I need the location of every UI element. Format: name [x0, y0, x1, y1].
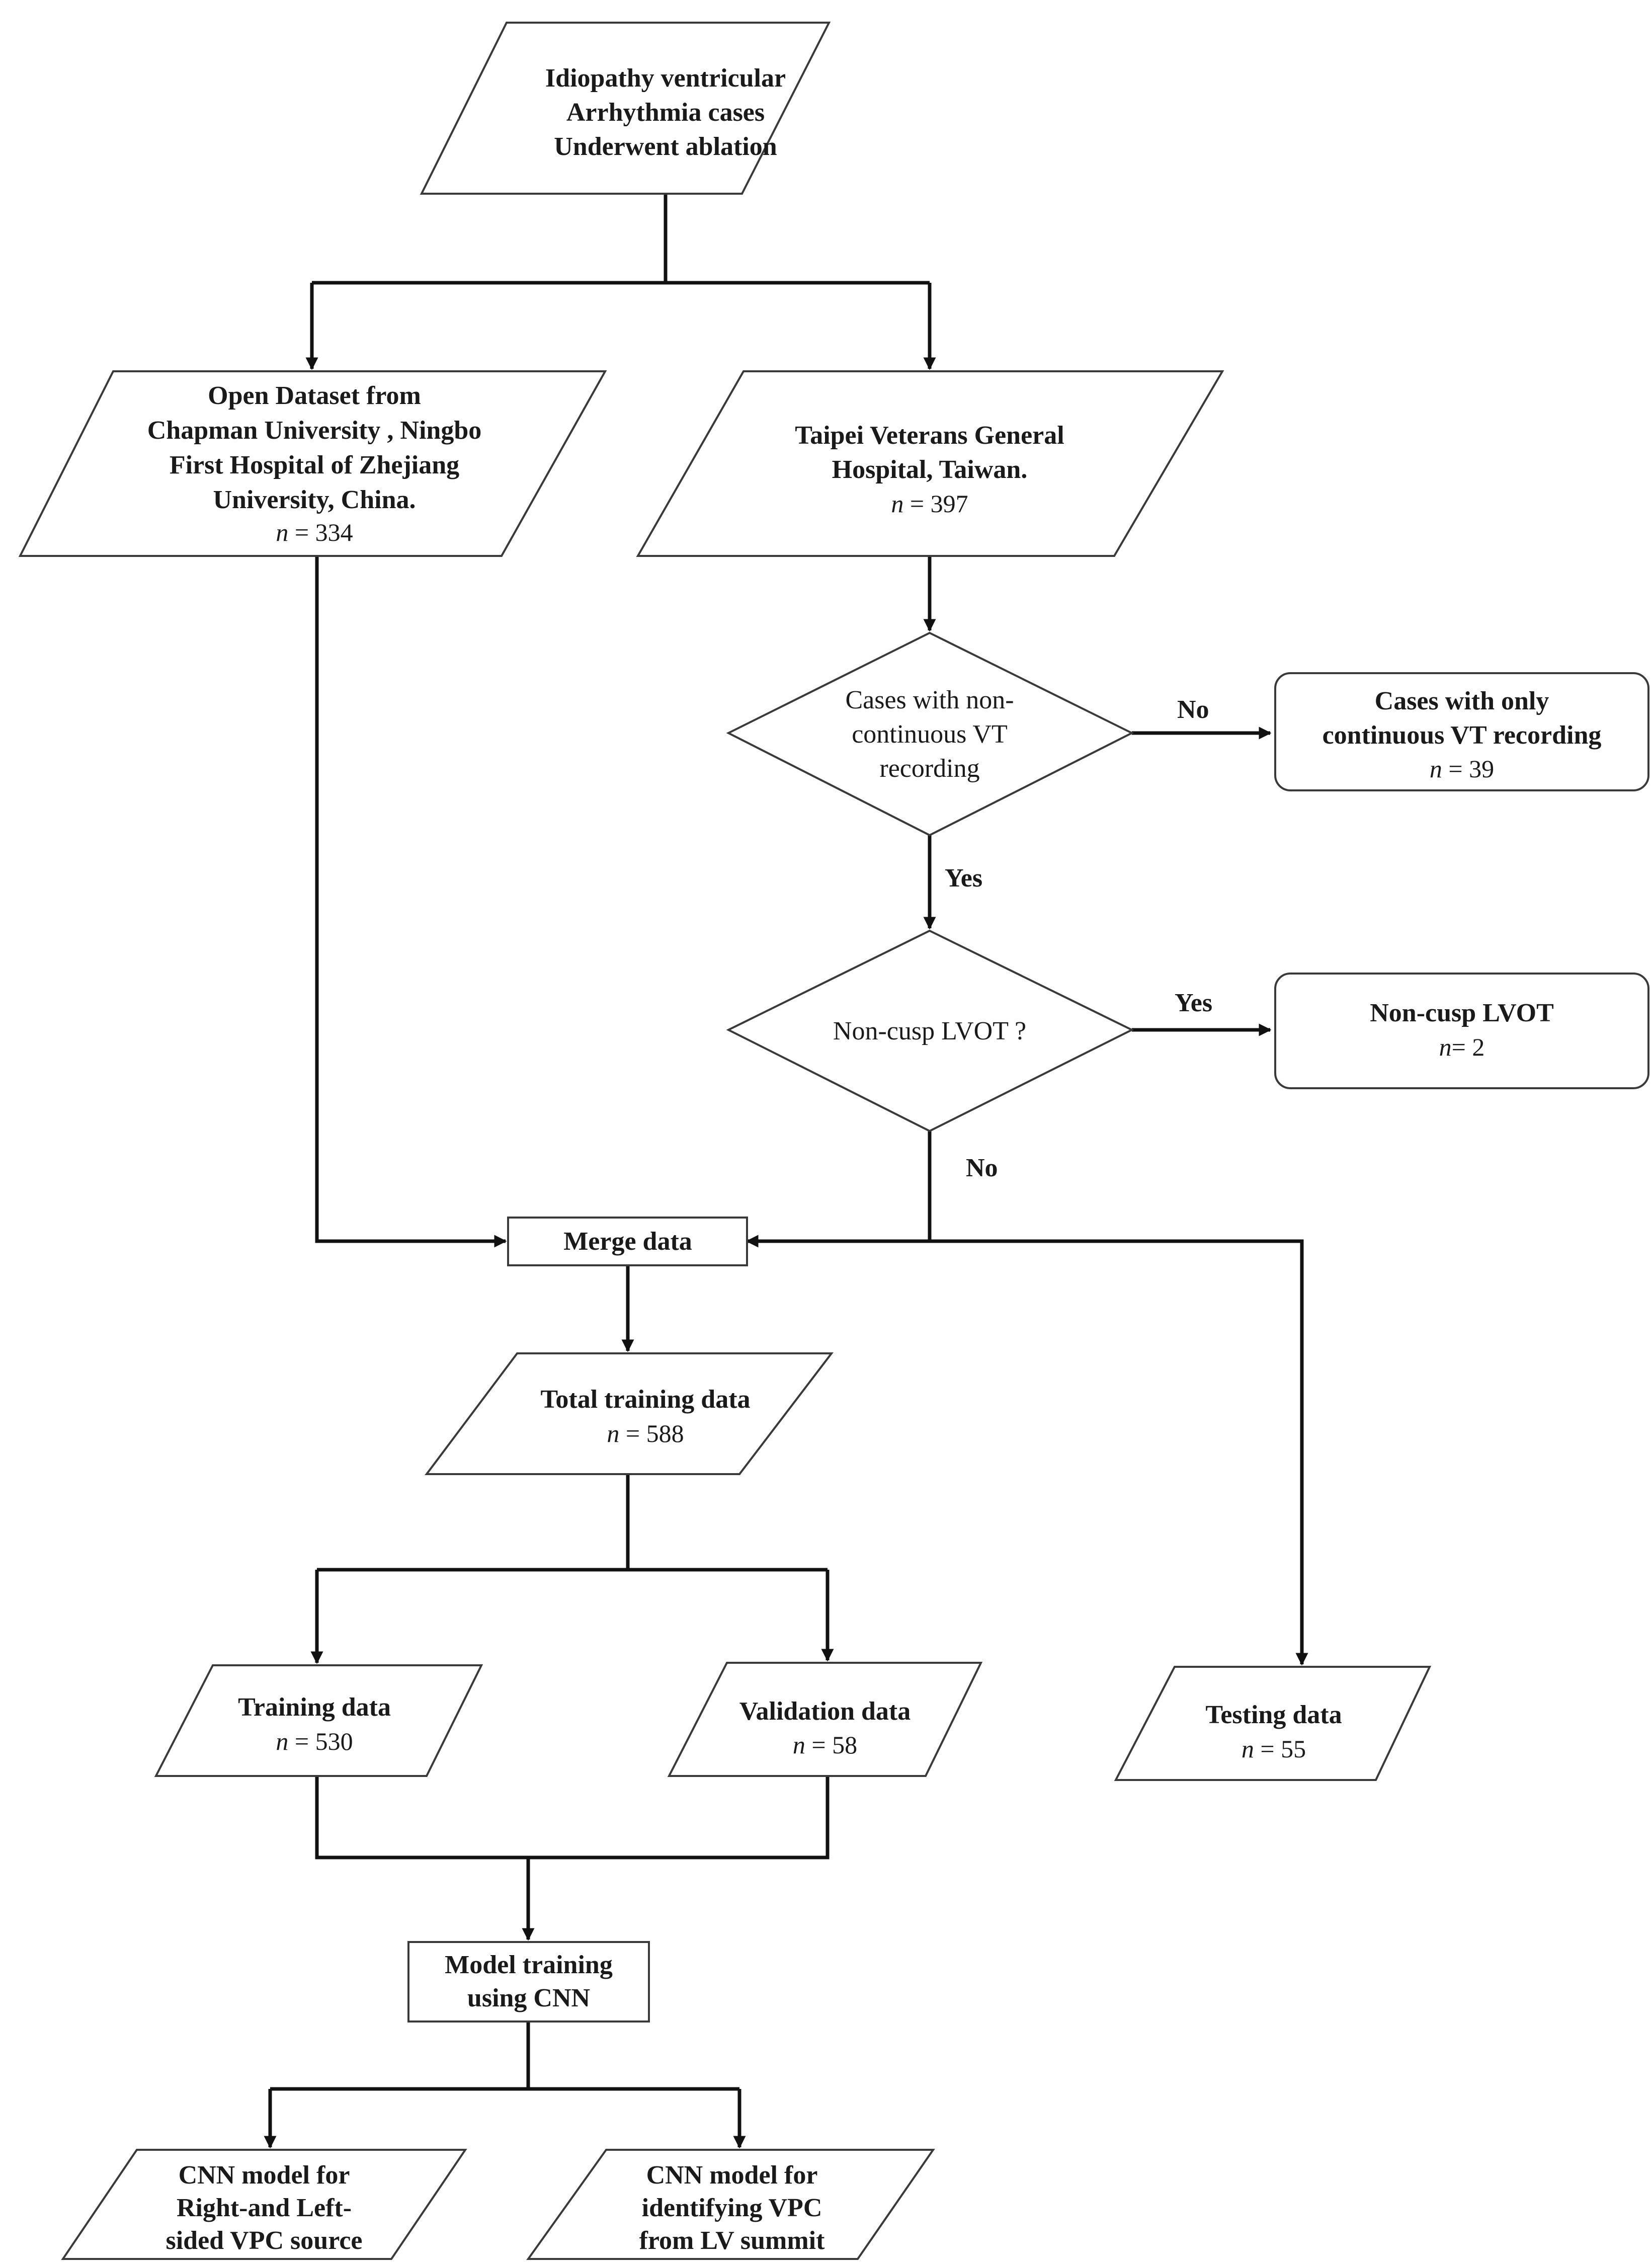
connector-total-split: [317, 1474, 828, 1572]
open-dataset-parallelogram: [18, 370, 607, 557]
noncontinuous-decision-diamond: [726, 631, 1134, 837]
open-dataset-line-3: First Hospital of Zhejiang: [170, 451, 459, 479]
model-training-box: [407, 1941, 650, 2023]
only-continuous-box: [1274, 672, 1649, 791]
edge-labels: No Yes Yes No: [945, 695, 1212, 1182]
validation-parallelogram: [667, 1662, 983, 1777]
connector-model-split: [270, 2022, 739, 2091]
only-continuous-count: n = 39: [1430, 755, 1494, 783]
open-dataset-count: n = 334: [276, 518, 353, 546]
connector-start-split: [312, 194, 930, 285]
node-labels: Idiopathy ventricular Arrhythmia cases U…: [147, 64, 1602, 2255]
total-training-parallelogram: [425, 1352, 834, 1475]
open-dataset-line-4: University, China.: [213, 486, 416, 514]
edge-label-yes-noncontinuous: Yes: [945, 864, 982, 893]
noncusp-lvot-line-1: Non-cusp LVOT: [1370, 999, 1554, 1027]
validation-line-1: Validation data: [739, 1697, 911, 1726]
validation-count: n = 58: [793, 1731, 857, 1759]
start-line-3: Underwent ablation: [554, 132, 777, 161]
total-training-line-1: Total training data: [540, 1385, 750, 1414]
connectors: [264, 194, 1308, 2149]
connector-training-join: [315, 1776, 830, 1859]
testing-line-1: Testing data: [1205, 1701, 1342, 1729]
node-shapes: [18, 22, 1649, 2260]
only-continuous-line-1: Cases with only: [1375, 687, 1549, 715]
cnn-right-left-parallelogram: [61, 2149, 467, 2260]
connector-merge-to-testing: [930, 1239, 1308, 1666]
cnn-lv-summit-line-3: from LV summit: [639, 2226, 825, 2255]
connector-noncusp-to-merge: [746, 1131, 932, 1248]
only-continuous-line-2: continuous VT recording: [1323, 721, 1602, 750]
edge-label-yes-noncusp: Yes: [1175, 989, 1212, 1017]
noncusp-lvot-count: n= 2: [1439, 1033, 1485, 1061]
merge-box: [507, 1217, 748, 1266]
start-line-1: Idiopathy ventricular: [545, 64, 786, 93]
merge-label: Merge data: [563, 1227, 692, 1256]
open-dataset-line-2: Chapman University , Ningbo: [147, 416, 482, 445]
model-training-line-1: Model training: [445, 1951, 613, 1979]
cnn-right-left-line-1: CNN model for: [179, 2161, 350, 2190]
testing-count: n = 55: [1242, 1735, 1306, 1763]
taipei-count: n = 397: [891, 490, 968, 518]
cnn-right-left-line-3: sided VPC source: [166, 2226, 363, 2255]
cnn-lv-summit-line-2: identifying VPC: [642, 2194, 822, 2222]
connector-open-dataset-to-merge: [315, 556, 507, 1248]
noncusp-lvot-box: [1274, 973, 1649, 1089]
cnn-lv-summit-line-1: CNN model for: [646, 2161, 818, 2190]
training-parallelogram: [154, 1664, 483, 1777]
taipei-line-2: Hospital, Taiwan.: [832, 455, 1028, 484]
noncontinuous-decision-line-2: continuous VT: [852, 720, 1008, 749]
noncusp-decision-diamond: [726, 929, 1134, 1133]
training-count: n = 530: [276, 1727, 353, 1755]
taipei-parallelogram: [636, 370, 1224, 557]
taipei-line-1: Taipei Veterans General: [795, 421, 1064, 450]
start-line-2: Arrhythmia cases: [566, 98, 765, 127]
total-training-count: n = 588: [607, 1419, 684, 1447]
cnn-lv-summit-parallelogram: [526, 2149, 935, 2260]
edge-label-no-noncusp: No: [966, 1154, 998, 1182]
noncontinuous-decision-line-1: Cases with non-: [845, 686, 1014, 714]
noncontinuous-decision-line-3: recording: [879, 754, 979, 783]
start-parallelogram: [420, 22, 831, 195]
edge-label-no-continuous: No: [1177, 695, 1209, 724]
open-dataset-line-1: Open Dataset from: [208, 381, 421, 410]
model-training-line-2: using CNN: [467, 1984, 590, 2012]
noncusp-decision-label: Non-cusp LVOT ?: [833, 1017, 1026, 1045]
testing-parallelogram: [1114, 1666, 1432, 1781]
cnn-right-left-line-2: Right-and Left-: [177, 2194, 352, 2222]
training-line-1: Training data: [238, 1693, 391, 1722]
